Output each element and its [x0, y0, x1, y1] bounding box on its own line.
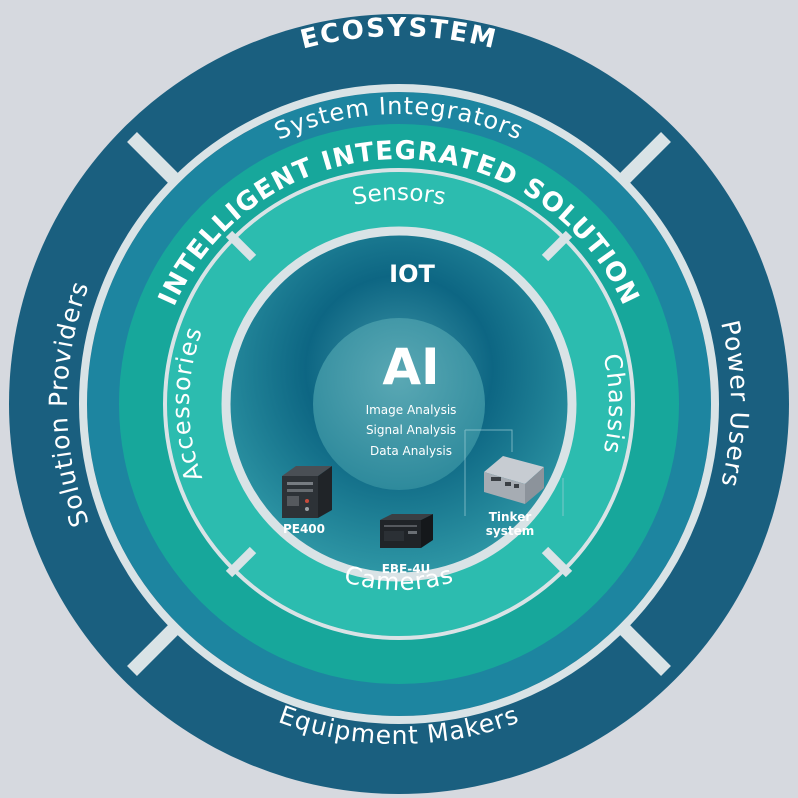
tinker-system-icon: [484, 456, 544, 504]
ebe-4u-rackmount-icon: [380, 514, 433, 548]
callout-lines: [464, 429, 564, 516]
iot-title: IOT: [389, 260, 435, 288]
ai-core: [313, 318, 485, 490]
tinker-label-line2: system: [486, 524, 535, 538]
ring-dividers: [127, 132, 671, 676]
ai-title: AI: [382, 338, 439, 396]
component-ring-border: [163, 168, 635, 640]
ai-item-data-analysis: Data Analysis: [370, 444, 452, 458]
ebe-4u-label: EBE-4U: [382, 562, 431, 576]
ai-item-image-analysis: Image Analysis: [366, 403, 457, 417]
sensors-label: Sensors: [350, 180, 448, 211]
svg-text:Sensors: Sensors: [350, 180, 448, 211]
pe400-device-icon: [282, 466, 332, 518]
ai-item-signal-analysis: Signal Analysis: [366, 423, 456, 437]
partner-ring-border: [79, 84, 719, 724]
tinker-label: Tinker: [489, 510, 532, 524]
pe400-label: PE400: [283, 522, 325, 536]
